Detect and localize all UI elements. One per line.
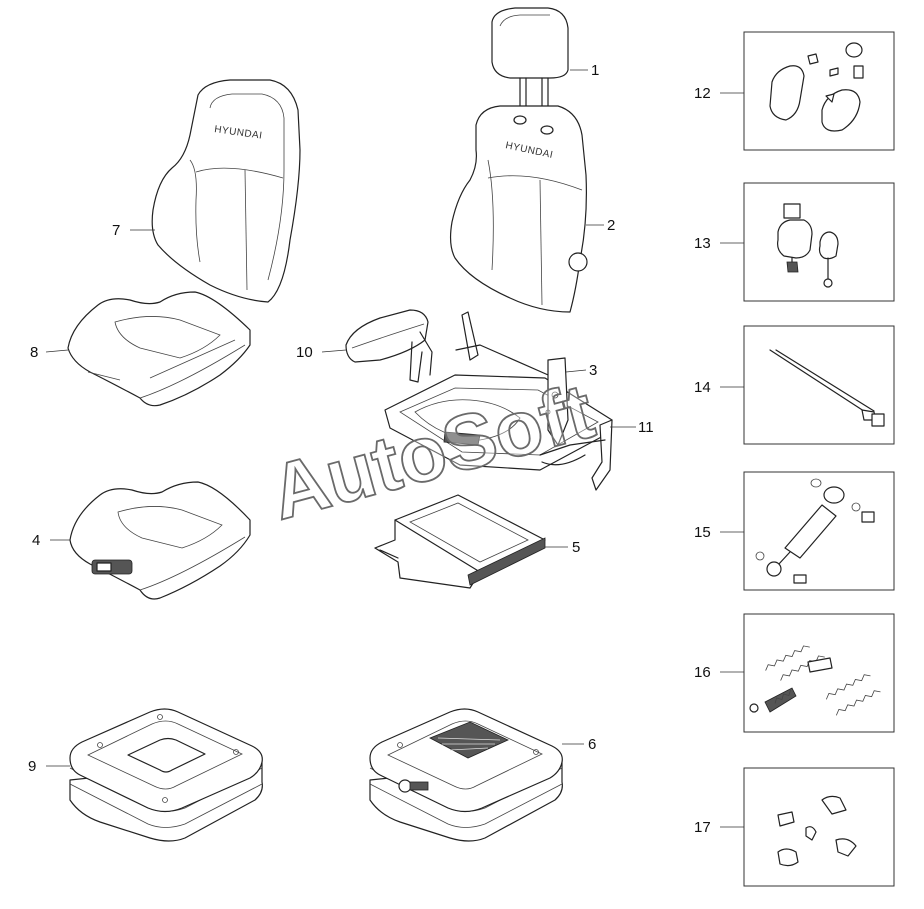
label-5: 5 (572, 539, 580, 556)
part-5-slide-rail (374, 494, 546, 589)
part-10-armrest (345, 309, 433, 383)
part-2-seat-back: HYUNDAI (449, 105, 588, 313)
label-16: 16 (694, 664, 711, 681)
label-9: 9 (28, 758, 36, 775)
part-8-seat-cushion (67, 291, 251, 407)
part-4-seat-cushion (69, 481, 251, 600)
label-4: 4 (32, 532, 40, 549)
kit-12: 12 (694, 31, 895, 151)
kit-17: 17 (694, 767, 895, 887)
kit-16: 16 (694, 613, 895, 733)
kit-14: 14 (694, 325, 895, 445)
kit-15: 15 (694, 471, 895, 591)
part-3-11-seat-frame (384, 311, 613, 491)
label-10: 10 (296, 344, 313, 361)
label-17: 17 (694, 819, 711, 836)
label-12: 12 (694, 85, 711, 102)
label-14: 14 (694, 379, 711, 396)
part-1-headrest (491, 7, 569, 111)
label-15: 15 (694, 524, 711, 541)
label-11: 11 (638, 419, 654, 436)
kit-13: 13 (694, 182, 895, 302)
label-6: 6 (588, 736, 596, 753)
callouts-main: 1 2 3 4 5 6 7 8 9 10 11 (28, 62, 654, 775)
part-9-suspension-base (69, 708, 263, 842)
part-6-suspension-base (369, 708, 563, 842)
label-8: 8 (30, 344, 38, 361)
label-2: 2 (607, 217, 615, 234)
label-1: 1 (591, 62, 599, 79)
label-13: 13 (694, 235, 711, 252)
label-3: 3 (589, 362, 597, 379)
part-7-seat-back: HYUNDAI (151, 79, 301, 303)
label-7: 7 (112, 222, 120, 239)
